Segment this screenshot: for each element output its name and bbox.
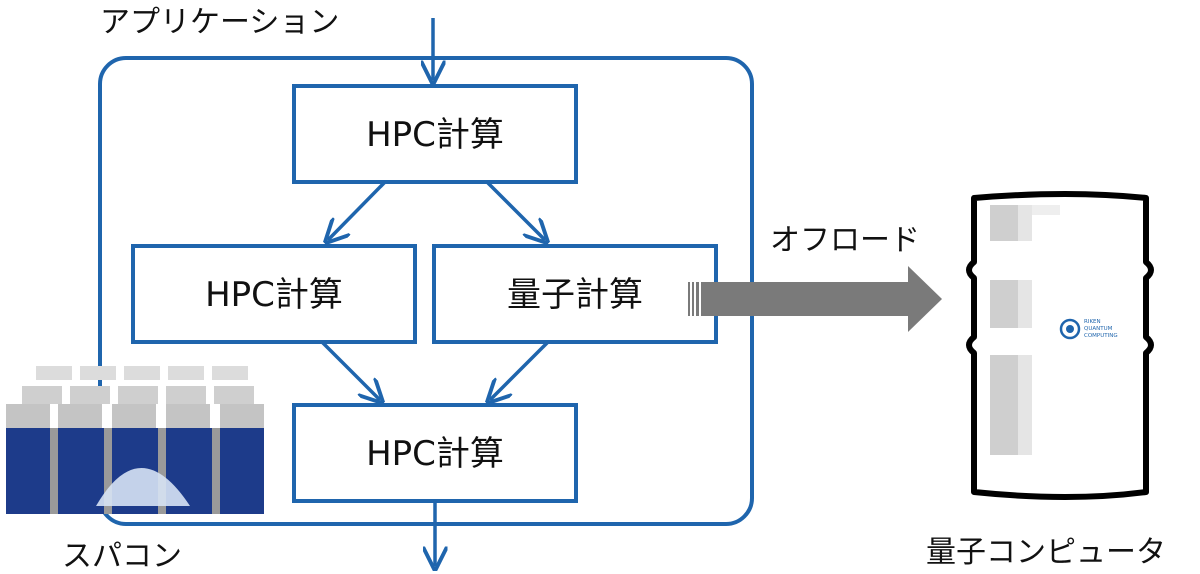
quantum-computer-illustration: RIKEN QUANTUM COMPUTING: [966, 191, 1154, 500]
logo-line3: COMPUTING: [1084, 333, 1118, 339]
hpc-box-bottom-label: HPC計算: [366, 434, 504, 474]
quantum-box: [432, 244, 718, 344]
logo-line1: RIKEN: [1084, 319, 1101, 325]
logo-line2: QUANTUM: [1084, 326, 1113, 332]
offload-label: オフロード: [770, 223, 920, 258]
hpc-box-top-label: HPC計算: [366, 115, 504, 155]
arrow-left-to-bottom: [320, 340, 380, 400]
application-label: アプリケーション: [100, 5, 339, 40]
riken-logo-icon: [1059, 318, 1081, 340]
hpc-box-bottom: [292, 403, 578, 503]
hpc-box-left-label: HPC計算: [205, 275, 343, 315]
arrow-top-to-right: [485, 180, 545, 240]
offload-arrow: [688, 266, 942, 332]
hpc-box-top: [292, 84, 578, 184]
arrow-right-to-bottom: [490, 340, 550, 400]
supercomputer-label: スパコン: [62, 539, 182, 574]
supercomputer-racks-illustration: [6, 366, 264, 514]
arrow-top-to-left: [328, 180, 387, 240]
quantum-box-label: 量子計算: [507, 275, 643, 315]
hpc-box-left: [131, 244, 417, 344]
quantum-computer-label: 量子コンピュータ: [926, 535, 1166, 570]
